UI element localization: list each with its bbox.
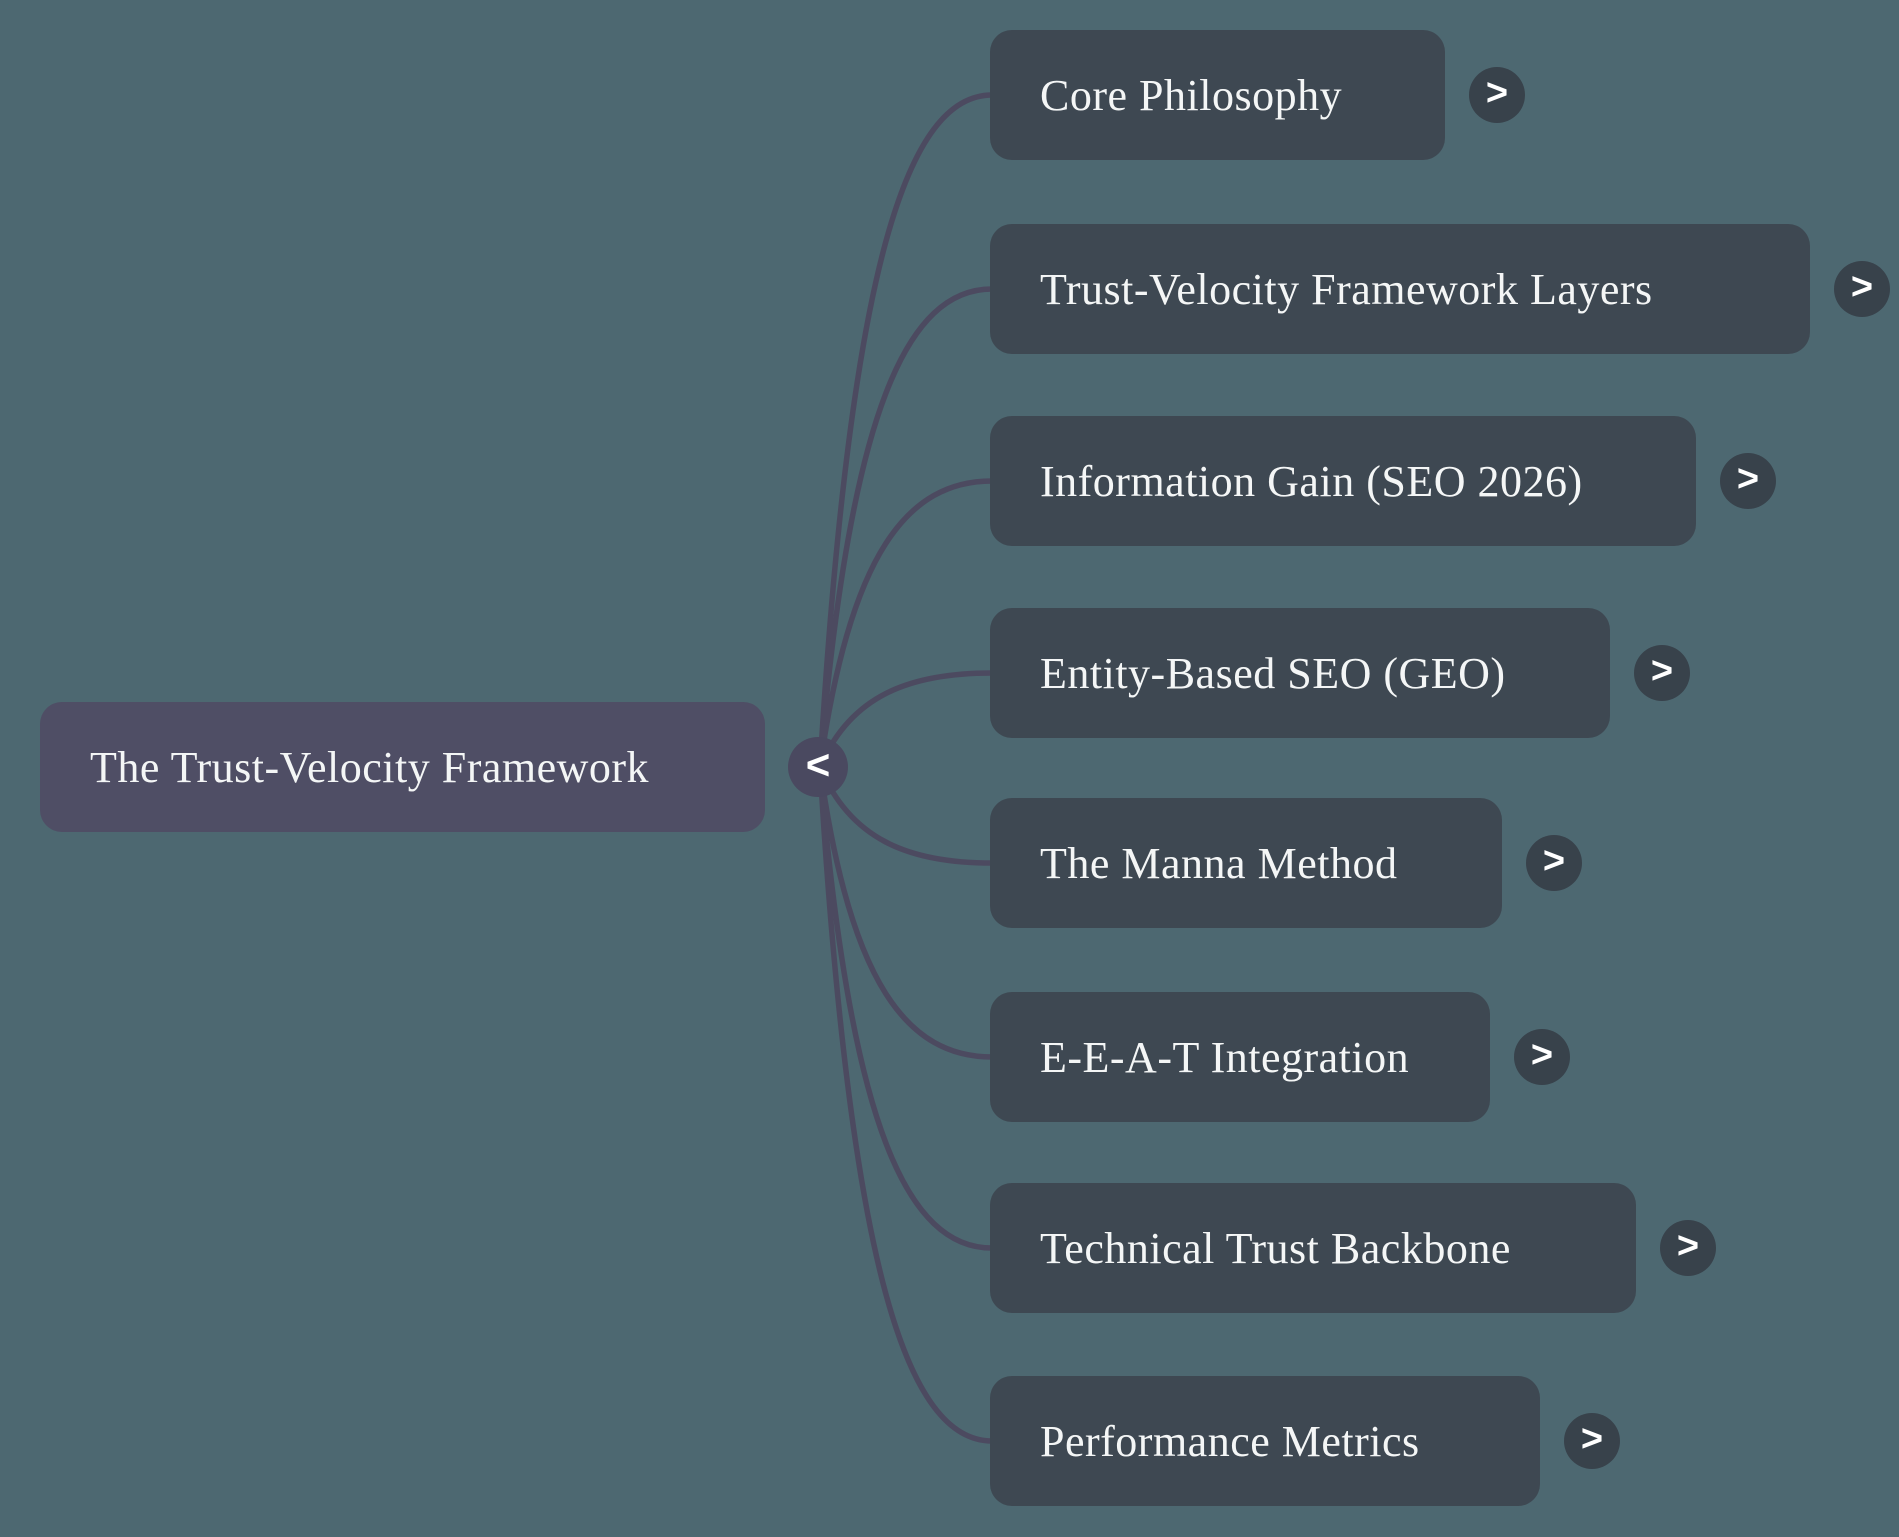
expand-button[interactable]: > — [1514, 1029, 1570, 1085]
collapse-button[interactable]: < — [788, 737, 848, 797]
root-node[interactable]: The Trust-Velocity Framework — [40, 702, 765, 832]
expand-button[interactable]: > — [1634, 645, 1690, 701]
expand-button[interactable]: > — [1564, 1413, 1620, 1469]
link — [817, 670, 995, 770]
link — [817, 286, 995, 770]
node-label: Performance Metrics — [1040, 1416, 1420, 1466]
mindmap-node[interactable]: Core Philosophy — [990, 30, 1445, 160]
collapse-icon: < — [805, 741, 831, 788]
link — [817, 764, 995, 1251]
node-label: Trust-Velocity Framework Layers — [1040, 264, 1653, 314]
mindmap-node[interactable]: Technical Trust Backbone — [990, 1183, 1636, 1313]
node-label: The Manna Method — [1040, 838, 1398, 888]
mindmap-node[interactable]: The Manna Method — [990, 798, 1502, 928]
link — [817, 764, 995, 866]
expand-icon: > — [1485, 72, 1509, 114]
mindmap-node[interactable]: Entity-Based SEO (GEO) — [990, 608, 1610, 738]
expand-button[interactable]: > — [1660, 1220, 1716, 1276]
expand-icon: > — [1736, 458, 1760, 500]
expand-button[interactable]: > — [1526, 835, 1582, 891]
mindmap-node[interactable]: Performance Metrics — [990, 1376, 1540, 1506]
node-label: Information Gain (SEO 2026) — [1040, 456, 1583, 506]
expand-icon: > — [1650, 650, 1674, 692]
root-node-label: The Trust-Velocity Framework — [90, 742, 650, 792]
mindmap-node[interactable]: Trust-Velocity Framework Layers — [990, 224, 1810, 354]
link — [817, 478, 995, 770]
node-label: Core Philosophy — [1040, 70, 1343, 120]
link — [817, 92, 995, 770]
expand-button[interactable]: > — [1720, 453, 1776, 509]
expand-icon: > — [1676, 1225, 1700, 1267]
mindmap-node[interactable]: E-E-A-T Integration — [990, 992, 1490, 1122]
expand-icon: > — [1580, 1418, 1604, 1460]
node-label: Technical Trust Backbone — [1040, 1223, 1511, 1273]
link — [817, 764, 995, 1444]
expand-icon: > — [1850, 266, 1874, 308]
expand-button[interactable]: > — [1834, 261, 1890, 317]
node-label: E-E-A-T Integration — [1040, 1032, 1410, 1082]
expand-icon: > — [1542, 840, 1566, 882]
expand-icon: > — [1530, 1034, 1554, 1076]
mindmap-node[interactable]: Information Gain (SEO 2026) — [990, 416, 1696, 546]
expand-button[interactable]: > — [1469, 67, 1525, 123]
link — [817, 764, 995, 1060]
node-label: Entity-Based SEO (GEO) — [1040, 648, 1506, 698]
